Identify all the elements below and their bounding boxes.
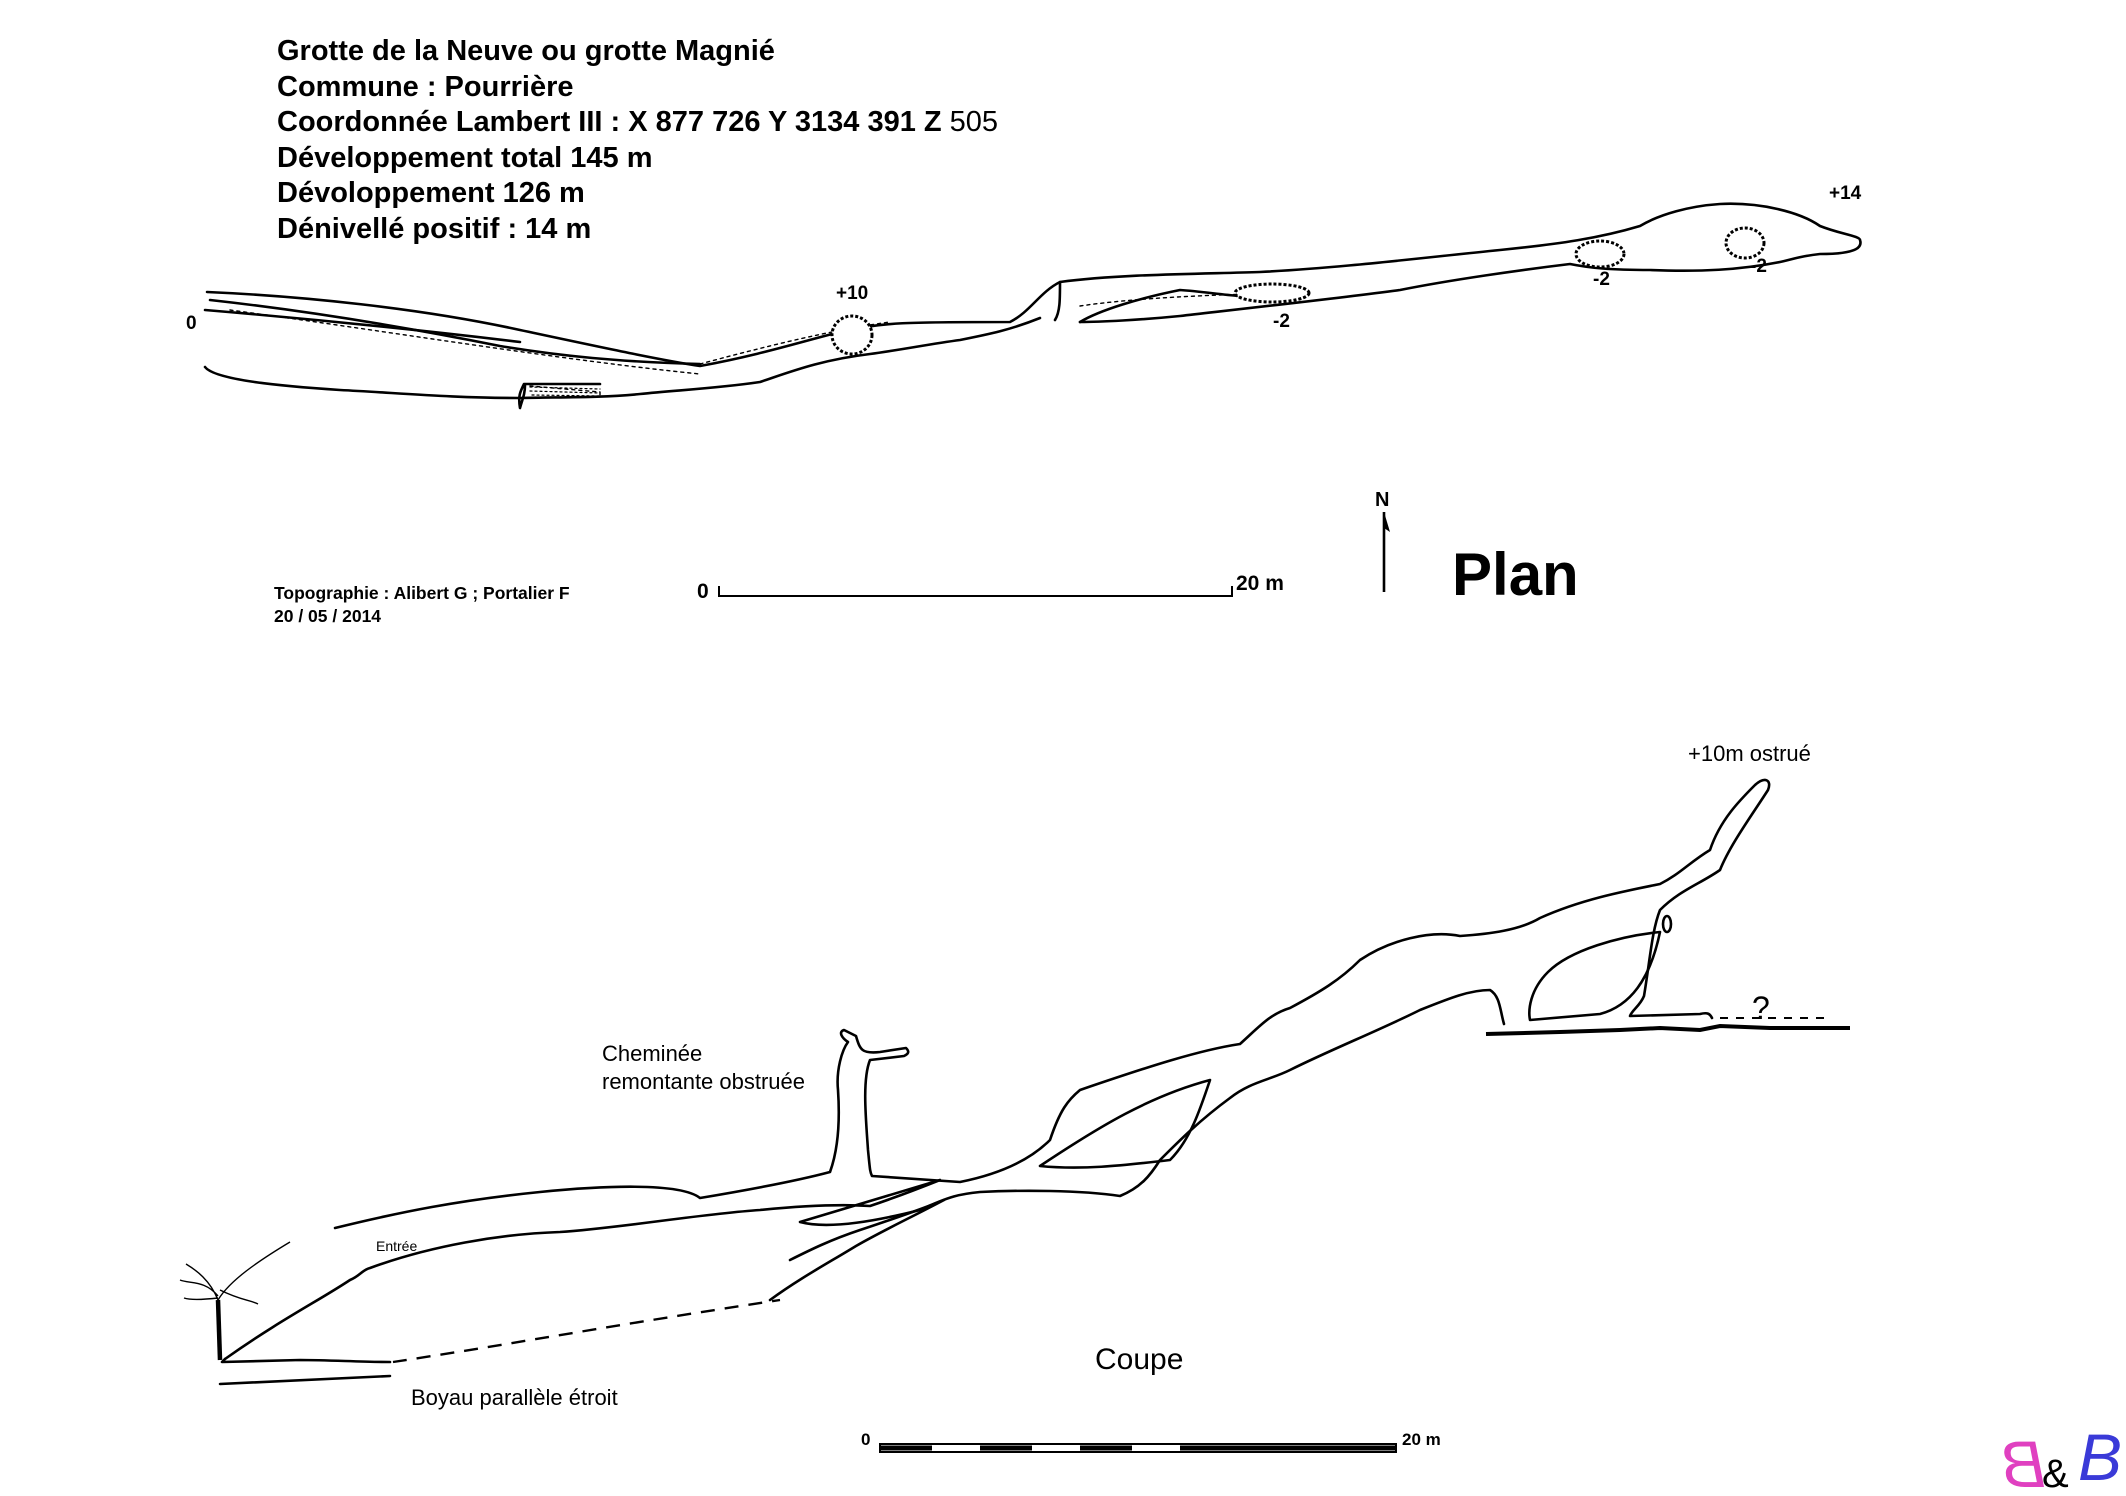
plan-side-boyau: [203, 308, 602, 410]
boyau-label: Boyau parallèle étroit: [411, 1385, 618, 1410]
plan-depth-labels: 0 +10 -2 -2 -2 +14: [186, 183, 1862, 334]
chimney-label-line1: Cheminée: [602, 1041, 703, 1066]
plan-scale-end: 20 m: [1236, 572, 1284, 595]
coordinates-z: 505: [941, 106, 999, 138]
survey-credit: Topographie : Alibert G ; Portalier F: [274, 583, 570, 603]
coupe-entrance-slope: [218, 1357, 392, 1386]
plan-entrance-passage: [208, 298, 702, 366]
north-arrow: N: [1375, 489, 1390, 592]
coupe-scale-bar: 0 20 m: [861, 1430, 1441, 1453]
coupe-title: Coupe: [1095, 1343, 1184, 1376]
plan-inner-loop: [1053, 280, 1262, 324]
plan-scale-start: 0: [697, 580, 709, 603]
coupe-main-upper-wall: [333, 778, 1771, 1230]
plan-title: Plan: [1452, 541, 1579, 608]
coordinates-xy: Coordonnée Lambert III : X 877 726 Y 313…: [277, 106, 942, 138]
depth-label-plus14: +14: [1829, 183, 1862, 204]
depth-label-minus2-a: -2: [1273, 311, 1290, 332]
total-development-line: Développement total 145 m: [277, 141, 653, 174]
commune-line: Commune : Pourrière: [277, 70, 574, 103]
plan-view: [203, 202, 1862, 410]
coupe-main-lower-wall: [223, 988, 1506, 1361]
entrance-label: Entrée: [376, 1238, 417, 1254]
plan-gallery-north-wall: [205, 202, 1862, 368]
plan-pit-minus2-b: [1574, 239, 1626, 269]
depth-label-plus10: +10: [836, 283, 868, 304]
coupe-scale-end: 20 m: [1402, 1430, 1441, 1449]
plan-pit-minus2-c: [1724, 226, 1766, 260]
coupe-small-hole: [1661, 914, 1673, 934]
elevation-line: Dénivellé positif : 14 m: [277, 212, 592, 245]
depth-label-minus2-c: -2: [1750, 256, 1767, 277]
plan-pits: [830, 226, 1766, 356]
plan-pit-minus2-a: [1233, 282, 1311, 304]
depth-label-entrance: 0: [186, 313, 197, 334]
logo-b-pink: B: [2002, 1427, 2046, 1496]
survey-header: Grotte de la Neuve ou grotte Magnié Comm…: [277, 34, 998, 247]
coupe-floor: [392, 1017, 1850, 1364]
depth-label-minus2-b: -2: [1593, 269, 1610, 290]
bb-logo: B & B: [2002, 1420, 2122, 1496]
plan-sediment-hatch: [529, 386, 603, 397]
north-label: N: [1375, 489, 1389, 511]
coupe-scale-start: 0: [861, 1430, 870, 1449]
cave-title: Grotte de la Neuve ou grotte Magnié: [277, 35, 775, 67]
chimney-label-line2: remontante obstruée: [602, 1069, 806, 1094]
entrance-tree-icon: [179, 1241, 291, 1361]
logo-ampersand: &: [2042, 1452, 2069, 1496]
plan-scale-bar: 0 20 m: [697, 572, 1284, 603]
north-arrow-head: [1384, 512, 1390, 532]
coupe-boyau-dashed: [392, 1298, 781, 1364]
plan-survey-line: [229, 293, 1251, 397]
coupe-loop-upper: [1528, 930, 1662, 1022]
logo-b-blue: B: [2078, 1420, 2122, 1494]
coupe-view: [218, 778, 1771, 1386]
obstructed-top-label: +10m ostrué: [1688, 741, 1811, 766]
plan-pit-plus10: [830, 314, 874, 356]
plan-scale-line: [718, 586, 1233, 597]
coupe-lower-branch: [768, 1198, 946, 1302]
survey-date: 20 / 05 / 2014: [274, 606, 382, 626]
plan-gallery-south-wall: [203, 316, 1042, 400]
coupe-loop-lower: [1038, 1078, 1212, 1169]
coordinates-line: Coordonnée Lambert III : X 877 726 Y 313…: [277, 105, 998, 141]
question-mark-label: ?: [1752, 990, 1770, 1026]
development-line: Dévoloppement 126 m: [277, 177, 585, 209]
coupe-floor-line: [1485, 1023, 1850, 1036]
